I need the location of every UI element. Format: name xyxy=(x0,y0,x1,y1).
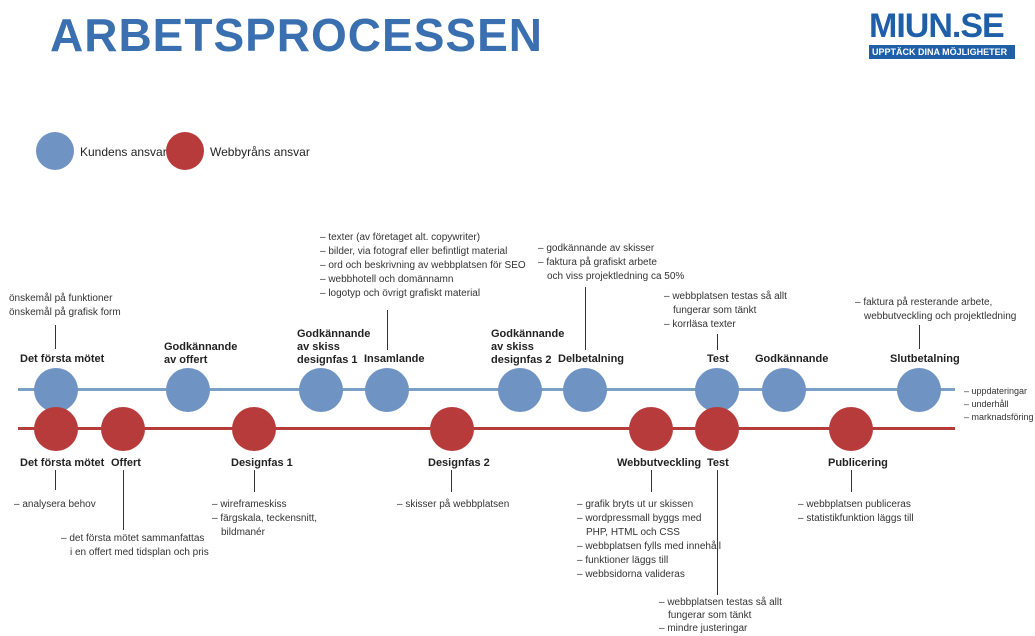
note-collecting: – texter (av företaget alt. copywriter) … xyxy=(320,232,526,299)
connector xyxy=(919,325,920,349)
connector xyxy=(254,470,255,492)
agency-step-dot[interactable] xyxy=(629,407,673,451)
client-step-label: Godkännande av offert xyxy=(164,341,238,366)
agency-step-label: Webbutveckling xyxy=(617,457,702,469)
connector xyxy=(717,334,718,350)
connector xyxy=(651,470,652,492)
connector xyxy=(387,310,388,350)
client-step-dot[interactable] xyxy=(563,368,607,412)
client-step-dot[interactable] xyxy=(299,368,343,412)
note-after: – uppdateringar – underhåll – marknadsfö… xyxy=(964,386,1034,422)
legend-agency-dot xyxy=(166,132,204,170)
client-step-dot[interactable] xyxy=(762,368,806,412)
client-step-dot[interactable] xyxy=(365,368,409,412)
connector xyxy=(585,287,586,350)
client-step-label: Godkännande av skiss designfas 2 xyxy=(491,328,565,366)
connector xyxy=(123,470,124,530)
connector xyxy=(717,470,718,595)
agency-timeline xyxy=(18,427,955,430)
agency-step-dot[interactable] xyxy=(695,407,739,451)
note-webdev: – grafik bryts ut ur skissen – wordpress… xyxy=(577,499,721,580)
note-design2: – skisser på webbplatsen xyxy=(397,499,510,510)
client-step-dot[interactable] xyxy=(498,368,542,412)
agency-step-label: Det första mötet xyxy=(20,457,105,469)
logo-wordmark: MIUN.SE xyxy=(869,7,1005,45)
client-step-dot[interactable] xyxy=(695,368,739,412)
note-design1: – wireframeskiss – färgskala, teckensnit… xyxy=(212,499,318,538)
client-step-label: Delbetalning xyxy=(558,353,625,365)
client-step-label: Test xyxy=(707,353,729,365)
note-publishing: – webbplatsen publiceras – statistikfunk… xyxy=(798,499,914,524)
note-partial-payment: – godkännande av skisser – faktura på gr… xyxy=(538,243,685,282)
agency-step-label: Designfas 1 xyxy=(231,457,293,469)
legend-client-dot xyxy=(36,132,74,170)
page-title: ARBETSPROCESSEN xyxy=(50,9,543,61)
note-analyse: – analysera behov xyxy=(14,499,96,510)
legend-agency-label: Webbyråns ansvar xyxy=(210,145,310,159)
note-agency-test: – webbplatsen testas så allt fungerar so… xyxy=(659,597,782,634)
client-step-dot[interactable] xyxy=(166,368,210,412)
note-final-payment: – faktura på resterande arbete, webbutve… xyxy=(855,297,1017,322)
agency-step-label: Offert xyxy=(111,457,141,469)
note-offer: – det första mötet sammanfattas i en off… xyxy=(61,533,209,558)
agency-step-label: Publicering xyxy=(828,457,888,469)
client-step-label: Det första mötet xyxy=(20,353,105,365)
note-first-meeting: önskemål på funktioner önskemål på grafi… xyxy=(9,293,121,318)
legend-client-label: Kundens ansvar xyxy=(80,145,167,159)
connector xyxy=(451,470,452,492)
connector xyxy=(851,470,852,492)
note-client-test: – webbplatsen testas så allt fungerar so… xyxy=(664,291,787,330)
agency-step-label: Test xyxy=(707,457,729,469)
agency-step-dot[interactable] xyxy=(430,407,474,451)
client-step-label: Godkännande xyxy=(755,353,829,365)
agency-step-dot[interactable] xyxy=(232,407,276,451)
connector xyxy=(55,325,56,349)
client-step-label: Godkännande av skiss designfas 1 xyxy=(297,328,371,366)
connector xyxy=(55,470,56,490)
agency-step-dot[interactable] xyxy=(34,407,78,451)
client-step-dot[interactable] xyxy=(897,368,941,412)
client-step-dot[interactable] xyxy=(34,368,78,412)
agency-step-label: Designfas 2 xyxy=(428,457,490,469)
client-timeline xyxy=(18,388,955,391)
logo-tagline: UPPTÄCK DINA MÖJLIGHETER xyxy=(869,45,1015,59)
agency-step-dot[interactable] xyxy=(101,407,145,451)
agency-step-dot[interactable] xyxy=(829,407,873,451)
client-step-label: Insamlande xyxy=(364,353,425,365)
miun-logo[interactable]: MIUN.SE UPPTÄCK DINA MÖJLIGHETER xyxy=(869,8,1015,59)
client-step-label: Slutbetalning xyxy=(890,353,960,365)
